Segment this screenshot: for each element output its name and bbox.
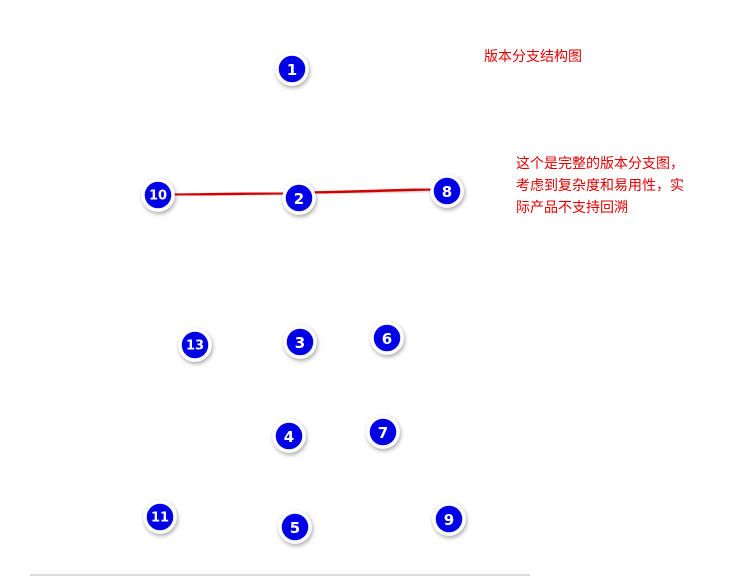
note-line: 际产品不支持回溯	[516, 200, 628, 216]
node-2: 2	[282, 181, 316, 215]
node-5: 5	[278, 510, 312, 544]
node-circle	[272, 419, 306, 453]
node-label: 11	[151, 511, 169, 526]
node-label: 1	[287, 61, 297, 79]
edge-2-8	[296, 187, 444, 195]
node-7: 7	[366, 415, 400, 449]
diagram-title: 版本分支结构图	[484, 49, 582, 65]
node-label: 9	[444, 511, 454, 529]
node-circle	[275, 52, 309, 86]
node-9: 9	[432, 502, 466, 536]
node-label: 8	[442, 183, 452, 201]
node-label: 7	[378, 424, 388, 442]
node-label: 4	[284, 428, 294, 446]
node-label: 10	[149, 189, 167, 204]
node-circle	[366, 415, 400, 449]
node-4: 4	[272, 419, 306, 453]
nodes: 1 2 3 4 5 6 7 8 9 10 11 13	[141, 52, 466, 544]
node-8: 8	[430, 174, 464, 208]
node-label: 13	[186, 339, 204, 354]
node-label: 5	[290, 519, 300, 537]
edge-10-2	[157, 191, 298, 197]
node-13: 13	[178, 328, 212, 362]
node-circle	[370, 321, 404, 355]
node-circle	[282, 181, 316, 215]
node-10: 10	[141, 178, 175, 212]
edges	[157, 69, 445, 527]
node-circle	[278, 510, 312, 544]
node-circle	[430, 174, 464, 208]
node-6: 6	[370, 321, 404, 355]
node-11: 11	[143, 500, 177, 534]
node-1: 1	[275, 52, 309, 86]
node-3: 3	[283, 325, 317, 359]
node-label: 6	[382, 330, 392, 348]
node-circle	[143, 500, 177, 534]
node-label: 3	[295, 334, 305, 352]
note-line: 这个是完整的版本分支图，	[516, 156, 684, 172]
node-circle	[141, 178, 175, 212]
node-circle	[178, 328, 212, 362]
note-text: 这个是完整的版本分支图， 考虑到复杂度和易用性，实 际产品不支持回溯	[516, 153, 716, 219]
node-label: 2	[294, 190, 304, 208]
node-circle	[432, 502, 466, 536]
note-line: 考虑到复杂度和易用性，实	[516, 178, 684, 194]
node-circle	[283, 325, 317, 359]
